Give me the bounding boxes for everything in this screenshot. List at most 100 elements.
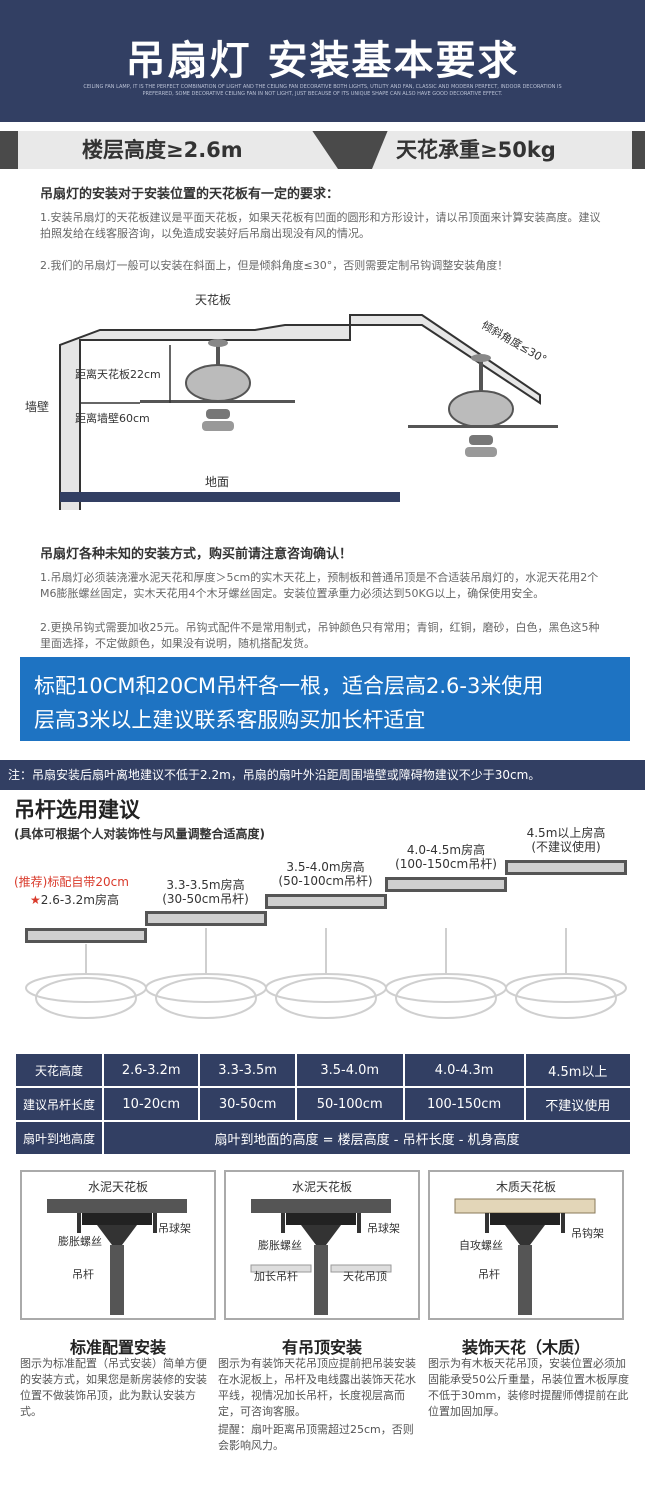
rod-section-subtitle: (具体可根据个人对装饰性与风量调整合适高度) <box>14 827 265 841</box>
card1-bolt-label: 膨胀螺丝 <box>58 1235 102 1248</box>
step-3-label: 3.5-4.0m房高 (50-100cm吊杆) <box>268 860 383 888</box>
wood-install-desc: 图示为有木板天花吊顶，安装位置必须加固能承受50公斤重量，吊装位置木板厚度不低于… <box>428 1357 629 1418</box>
step-5-label: 4.5m以上房高 (不建议使用) <box>505 826 627 854</box>
step-3 <box>265 894 387 909</box>
note-bar: 注：吊扇安装后扇叶离地建议不低于2.2m，吊扇的扇叶外沿距周围墙壁或障碍物建议不… <box>0 760 645 790</box>
card1-rod-label: 吊杆 <box>72 1268 94 1281</box>
step-4 <box>385 877 507 892</box>
install-card-suspended: 水泥天花板 <box>224 1170 420 1320</box>
card2-bolt-label: 膨胀螺丝 <box>258 1239 302 1252</box>
step-5-line-1: 4.5m以上房高 <box>526 826 606 840</box>
step-4-line-2: (100-150cm吊杆) <box>395 857 497 871</box>
card-ceiling-label: 水泥天花板 <box>291 1180 352 1194</box>
card-ceiling-label: 水泥天花板 <box>87 1180 148 1194</box>
table-head-blade-height: 扇叶到地高度 <box>14 1120 104 1156</box>
fan-icon-2 <box>145 928 267 1019</box>
fan-icon-5 <box>505 928 627 1019</box>
table-cell: 3.3-3.5m <box>198 1052 297 1088</box>
fan2-light <box>469 435 493 445</box>
table-cell: 4.0-4.3m <box>402 1052 526 1088</box>
unknown-heading: 吊扇灯各种未知的安装方式，购买前请注意咨询确认！ <box>40 547 353 562</box>
table-cell: 50-100cm <box>294 1086 405 1122</box>
fan2-rod <box>479 355 483 391</box>
step-2-label: 3.3-3.5m房高 (30-50cm吊杆) <box>148 878 263 906</box>
table-head-rod-length: 建议吊杆长度 <box>14 1086 104 1122</box>
fan-icon-3 <box>265 928 387 1019</box>
fan1-light2 <box>202 421 234 431</box>
standard-install-title: 标准配置安装 <box>69 1338 166 1357</box>
installation-diagram <box>59 314 558 510</box>
step-3-line-1: 3.5-4.0m房高 <box>286 860 365 874</box>
step-4-line-1: 4.0-4.5m房高 <box>406 843 486 857</box>
fan-icon-4 <box>385 928 507 1019</box>
standard-install-diagram <box>47 1199 187 1315</box>
ceiling-wall-outline <box>59 314 541 510</box>
step-2 <box>145 911 267 926</box>
wall-label: 墙壁 <box>25 400 50 414</box>
ceiling-load-label: 天花承重≥50kg <box>396 138 556 162</box>
card3-rod-label: 吊杆 <box>478 1268 500 1281</box>
star-icon: ★ <box>30 893 41 907</box>
page-subtitle: CEILING FAN LAMP, IT IS THE PERFECT COMB… <box>83 84 562 97</box>
card2-rod-label: 加长吊杆 <box>254 1270 298 1283</box>
step-3-line-2: (50-100cm吊杆) <box>278 874 373 888</box>
rod-banner <box>20 657 630 741</box>
page-title: 吊扇灯 安装基本要求 <box>125 38 520 84</box>
card-ceiling-label: 木质天花板 <box>495 1180 556 1194</box>
table-row: 建议吊杆长度 10-20cm 30-50cm 50-100cm 100-150c… <box>14 1086 633 1122</box>
suspended-install-desc: 图示为有装饰天花吊顶应提前把吊装安装在水泥板上，吊杆及电线露出装饰天花水平线，视… <box>218 1357 416 1418</box>
rod-section-title: 吊杆选用建议 <box>14 798 140 822</box>
header-banner <box>0 0 645 122</box>
fan1-rod <box>216 341 220 376</box>
ceiling-load-panel: 天花承重≥50kg <box>372 131 632 169</box>
fan1-light <box>206 409 230 419</box>
floor-label: 地面 <box>205 475 230 489</box>
table-cell: 10-20cm <box>101 1086 201 1122</box>
fan2-body <box>448 390 514 428</box>
fan1-canopy <box>208 339 228 347</box>
table-formula-cell: 扇叶到地面的高度 = 楼层高度 - 吊杆长度 - 机身高度 <box>102 1120 632 1156</box>
table-row: 天花高度 2.6-3.2m 3.3-3.5m 3.5-4.0m 4.0-4.3m… <box>14 1052 633 1088</box>
standard-install-desc: 图示为标准配置（吊式安装）简单方便的安装方式，如果您是新房装修的安装位置不做装饰… <box>20 1357 207 1418</box>
recommend-label: (推荐)标配自带20cm <box>14 875 129 889</box>
table-cell: 30-50cm <box>198 1086 297 1122</box>
ceiling-distance-label: 距离天花板22cm <box>75 368 161 381</box>
fan1-body <box>185 364 251 402</box>
fan-icons-row <box>25 928 627 1019</box>
suspended-install-diagram <box>250 1199 392 1315</box>
wood-install-title: 装饰天花（木质） <box>461 1338 590 1357</box>
intro-item-1: 1.安装吊扇灯的天花板建议是平面天花板，如果天花板有凹面的圆形和方形设计，请以吊… <box>40 211 601 240</box>
intro-item-2: 2.我们的吊扇灯一般可以安装在斜面上，但是倾斜角度≤30°，否则需要定制吊钩调整… <box>40 259 509 272</box>
suspended-install-warning: 提醒：扇叶距离吊顶需超过25cm，否则会影响风力。 <box>218 1423 414 1452</box>
step-5 <box>505 860 627 875</box>
fan2-light2 <box>465 447 497 457</box>
table-cell: 2.6-3.2m <box>101 1052 201 1088</box>
step-2-line-1: 3.3-3.5m房高 <box>166 878 245 892</box>
recommend-height-label: 2.6-3.2m房高 <box>40 893 119 907</box>
suspended-install-title: 有吊顶安装 <box>281 1338 362 1357</box>
table-head-ceiling-height: 天花高度 <box>14 1052 104 1088</box>
card3-bolt-label: 自攻螺丝 <box>459 1239 503 1252</box>
wood-install-diagram <box>454 1198 596 1315</box>
step-1 <box>25 928 147 943</box>
table-cell: 3.5-4.0m <box>294 1052 405 1088</box>
card3-bracket-label: 吊钩架 <box>571 1227 604 1240</box>
step-2-line-2: (30-50cm吊杆) <box>162 892 249 906</box>
floor-height-panel: 楼层高度≥2.6m <box>18 131 338 169</box>
install-card-standard: 水泥天花板 <box>20 1170 216 1320</box>
ceiling-label: 天花板 <box>195 293 232 307</box>
unknown-item-1: 1.吊扇灯必须装浇灌水泥天花和厚度＞5cm的实木天花上，预制板和普通吊顶是不合适… <box>40 571 599 600</box>
card2-bracket-label: 吊球架 <box>367 1222 400 1235</box>
fan2-canopy <box>471 354 491 362</box>
table-row: 扇叶到地高度 扇叶到地面的高度 = 楼层高度 - 吊杆长度 - 机身高度 <box>14 1120 632 1156</box>
wall-distance-label: 距离墙壁60cm <box>75 412 150 425</box>
fan2-blades <box>408 425 558 428</box>
table-cell: 4.5m以上 <box>523 1052 633 1088</box>
table-cell: 100-150cm <box>402 1086 526 1122</box>
card1-bracket-label: 吊球架 <box>158 1222 191 1235</box>
fan1-blades <box>140 400 295 403</box>
banner-line-1: 标配10CM和20CM吊杆各一根，适合层高2.6-3米使用 <box>34 674 544 698</box>
rod-length-table: 天花高度 2.6-3.2m 3.3-3.5m 3.5-4.0m 4.0-4.3m… <box>14 1052 633 1156</box>
step-5-line-2: (不建议使用) <box>531 840 601 854</box>
intro-heading: 吊扇灯的安装对于安装位置的天花板有一定的要求： <box>40 187 340 202</box>
